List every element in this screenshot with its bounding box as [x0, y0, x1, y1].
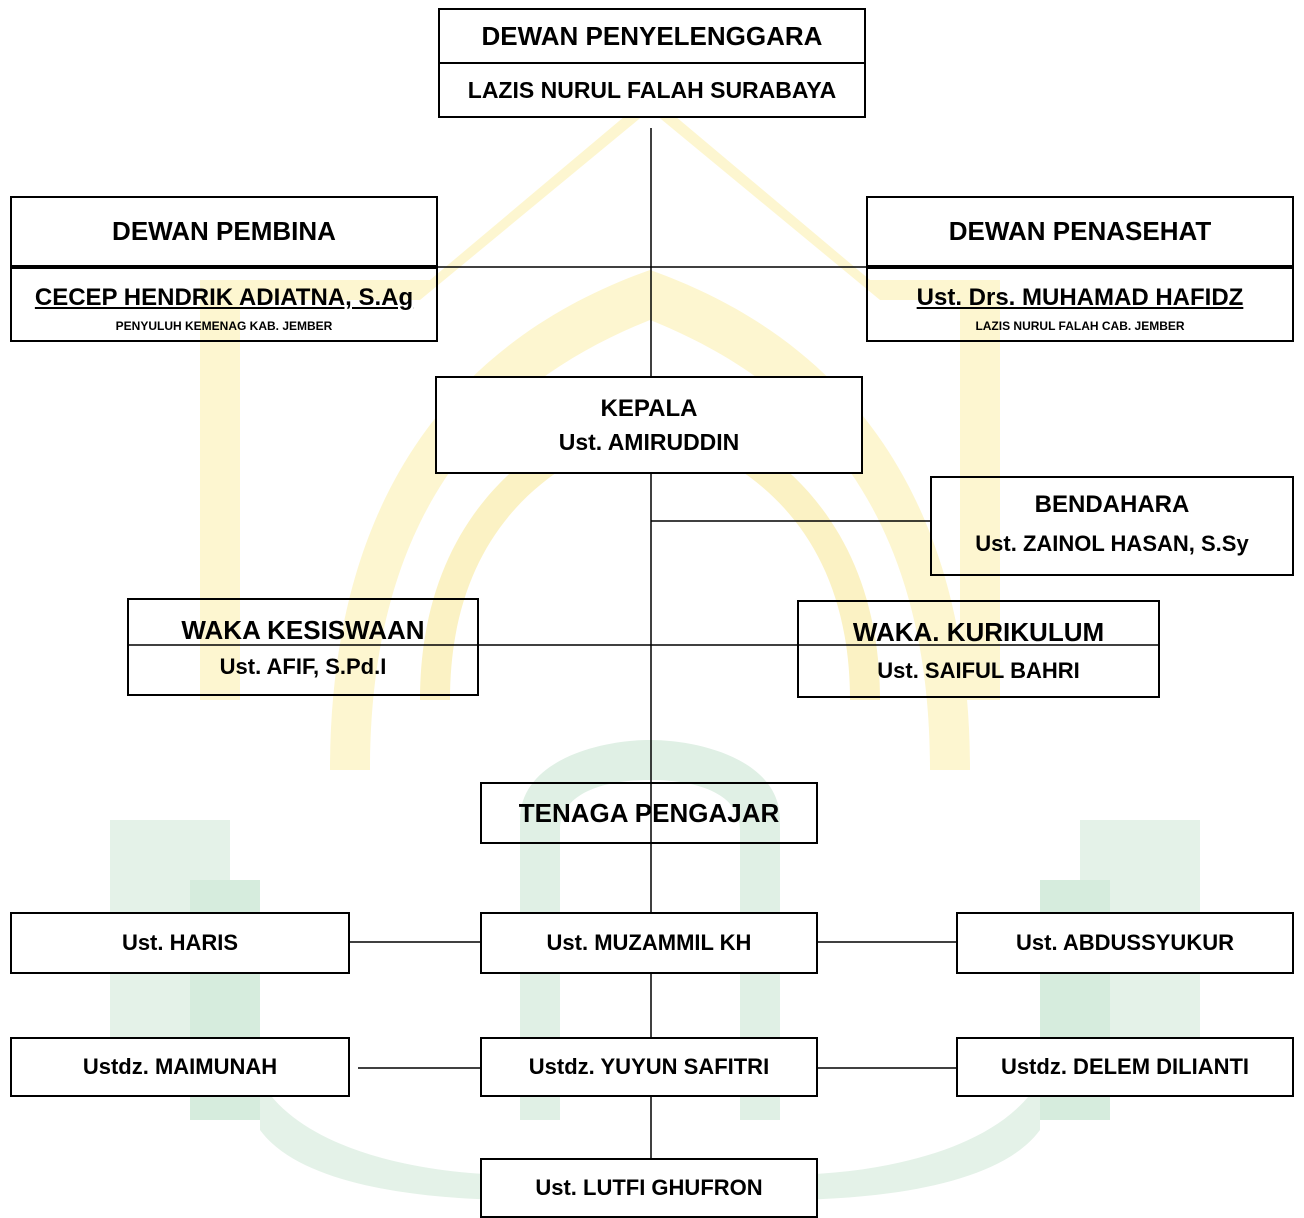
kepala-box: KEPALA Ust. AMIRUDDIN	[435, 376, 863, 474]
kepala-title: KEPALA	[600, 394, 698, 422]
pengajar-name-muzammil: Ust. MUZAMMIL KH	[546, 930, 752, 956]
tenaga-pengajar-box: TENAGA PENGAJAR	[480, 782, 818, 844]
dewan-pembina-name: CECEP HENDRIK ADIATNA, S.Ag	[34, 284, 414, 311]
dewan-pembina-title: DEWAN PEMBINA	[112, 216, 336, 247]
pengajar-box-yuyun: Ustdz. YUYUN SAFITRI	[480, 1037, 818, 1097]
dewan-pembina-title-box: DEWAN PEMBINA	[10, 196, 438, 267]
pengajar-box-abdussyukur: Ust. ABDUSSYUKUR	[956, 912, 1294, 974]
dewan-pembina-person-box: CECEP HENDRIK ADIATNA, S.Ag PENYULUH KEM…	[10, 267, 438, 342]
pengajar-box-delem: Ustdz. DELEM DILIANTI	[956, 1037, 1294, 1097]
pengajar-box-haris: Ust. HARIS	[10, 912, 350, 974]
waka-kurikulum-title: WAKA. KURIKULUM	[852, 617, 1105, 647]
dewan-pembina-position: PENYULUH KEMENAG KAB. JEMBER	[115, 319, 333, 333]
dewan-penyelenggara-name: LAZIS NURUL FALAH SURABAYA	[467, 76, 837, 103]
tenaga-pengajar-title: TENAGA PENGAJAR	[518, 797, 780, 828]
kepala-name: Ust. AMIRUDDIN	[558, 428, 740, 455]
dewan-penasehat-name: Ust. Drs. MUHAMAD HAFIDZ	[916, 284, 1244, 311]
pengajar-name-lutfi: Ust. LUTFI GHUFRON	[535, 1175, 763, 1201]
bendahara-title: BENDAHARA	[1034, 491, 1190, 518]
bendahara-name: Ust. ZAINOL HASAN, S.Sy	[975, 531, 1249, 556]
waka-kesiswaan-title: WAKA KESISWAAN	[181, 615, 425, 645]
pengajar-name-yuyun: Ustdz. YUYUN SAFITRI	[528, 1054, 770, 1080]
pengajar-name-delem: Ustdz. DELEM DILIANTI	[1000, 1054, 1250, 1080]
dewan-penasehat-title-box: DEWAN PENASEHAT	[866, 196, 1294, 267]
waka-kesiswaan-name: Ust. AFIF, S.Pd.I	[219, 653, 387, 679]
waka-kurikulum-box: WAKA. KURIKULUM Ust. SAIFUL BAHRI	[797, 600, 1160, 698]
pengajar-name-abdussyukur: Ust. ABDUSSYUKUR	[1016, 930, 1234, 956]
waka-kesiswaan-box: WAKA KESISWAAN Ust. AFIF, S.Pd.I	[127, 598, 479, 696]
waka-kurikulum-name: Ust. SAIFUL BAHRI	[877, 657, 1080, 683]
dewan-penyelenggara-title: DEWAN PENYELENGGARA	[481, 20, 823, 51]
pengajar-box-muzammil: Ust. MUZAMMIL KH	[480, 912, 818, 974]
pengajar-name-haris: Ust. HARIS	[121, 930, 239, 956]
pengajar-name-maimunah: Ustdz. MAIMUNAH	[82, 1054, 278, 1080]
bendahara-box: BENDAHARA Ust. ZAINOL HASAN, S.Sy	[930, 476, 1294, 576]
dewan-penasehat-position: LAZIS NURUL FALAH CAB. JEMBER	[975, 319, 1185, 333]
dewan-penyelenggara-title-box: DEWAN PENYELENGGARA	[438, 8, 866, 64]
dewan-penyelenggara-name-box: LAZIS NURUL FALAH SURABAYA	[438, 62, 866, 118]
pengajar-box-maimunah: Ustdz. MAIMUNAH	[10, 1037, 350, 1097]
dewan-penasehat-title: DEWAN PENASEHAT	[948, 216, 1212, 247]
dewan-penasehat-person-box: Ust. Drs. MUHAMAD HAFIDZ LAZIS NURUL FAL…	[866, 267, 1294, 342]
pengajar-box-lutfi: Ust. LUTFI GHUFRON	[480, 1158, 818, 1218]
